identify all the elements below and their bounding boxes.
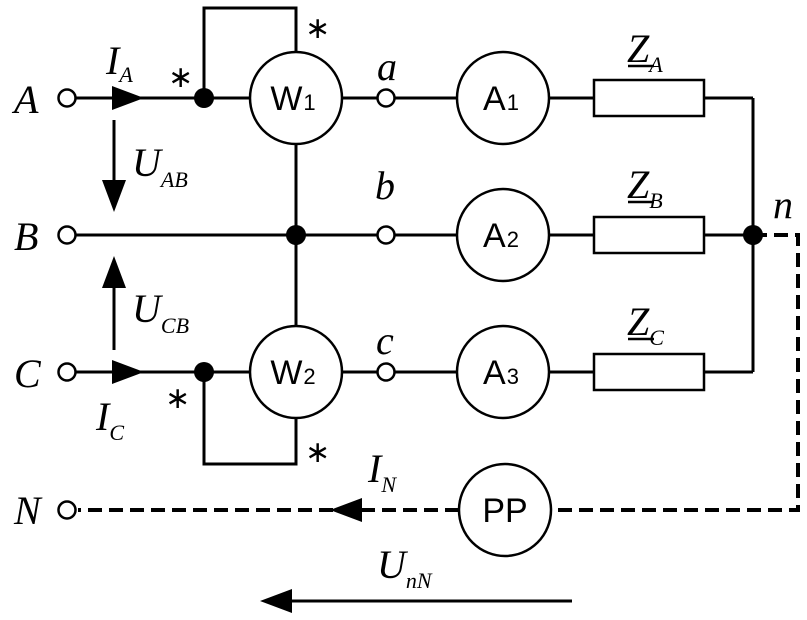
voltage-arrow-unn xyxy=(260,589,572,613)
ammeter-a2: A2 xyxy=(455,187,551,283)
label-node-n: n xyxy=(773,182,793,227)
wire-neutral-dashed xyxy=(551,233,800,512)
current-arrow-ia xyxy=(112,86,144,110)
svg-text:ZB: ZB xyxy=(627,162,663,213)
label-terminal-N: N xyxy=(13,488,43,533)
label-current-ia: IA xyxy=(105,38,133,87)
svg-text:PP: PP xyxy=(482,492,527,530)
polarity-mark-w1-current: ∗ xyxy=(168,60,193,95)
terminal-C xyxy=(57,362,77,382)
junction-node-a xyxy=(194,88,214,108)
terminal-A xyxy=(57,88,77,108)
polarity-mark-w2-current: ∗ xyxy=(165,381,190,416)
label-voltage-uab: UAB xyxy=(132,140,188,192)
current-arrow-in xyxy=(330,498,362,522)
terminal-b xyxy=(376,225,396,245)
junction-node-n xyxy=(743,225,763,245)
impedance-label-zc: ZC xyxy=(627,299,664,350)
wattmeter-w2: W2 xyxy=(248,324,344,420)
impedance-zc xyxy=(592,352,706,392)
voltage-arrow-ucb xyxy=(102,256,126,350)
label-terminal-B: B xyxy=(14,214,38,259)
terminal-a xyxy=(376,88,396,108)
impedance-zb xyxy=(592,215,706,255)
polarity-mark-w1-voltage: ∗ xyxy=(305,11,330,46)
label-voltage-ucb: UCB xyxy=(132,286,189,338)
wire-w2-coil-loop xyxy=(202,372,298,466)
svg-text:A3: A3 xyxy=(483,354,519,392)
terminal-B xyxy=(57,225,77,245)
ammeter-a3: A3 xyxy=(455,324,551,420)
polarity-mark-w2-voltage: ∗ xyxy=(305,435,330,470)
terminal-N xyxy=(57,500,77,520)
svg-text:A1: A1 xyxy=(483,80,519,118)
svg-text:ZC: ZC xyxy=(627,299,664,350)
svg-text:W1: W1 xyxy=(270,80,315,118)
label-terminal-C: C xyxy=(14,351,42,396)
label-node-b: b xyxy=(375,163,395,208)
neutral-meter-pp: PP xyxy=(457,462,553,558)
current-arrow-ic xyxy=(112,360,144,384)
label-node-a: a xyxy=(377,44,397,89)
label-current-in: IN xyxy=(367,446,397,497)
label-voltage-unn: UnN xyxy=(377,542,433,593)
impedance-label-za: ZA xyxy=(627,26,663,77)
wire-w1-coil-loop xyxy=(202,6,298,98)
terminal-c xyxy=(376,362,396,382)
voltage-arrow-uab xyxy=(102,120,126,212)
junction-node-b xyxy=(286,225,306,245)
svg-text:W2: W2 xyxy=(270,354,315,392)
junction-node-c xyxy=(194,362,214,382)
label-node-c: c xyxy=(376,318,394,363)
wattmeter-w1: W1 xyxy=(248,50,344,146)
svg-text:A2: A2 xyxy=(483,217,519,255)
svg-text:ZA: ZA xyxy=(627,26,663,77)
label-current-ic: IC xyxy=(95,394,124,445)
impedance-za xyxy=(592,78,706,118)
ammeter-a1: A1 xyxy=(455,50,551,146)
label-terminal-A: A xyxy=(11,77,39,122)
impedance-label-zb: ZB xyxy=(627,162,663,213)
